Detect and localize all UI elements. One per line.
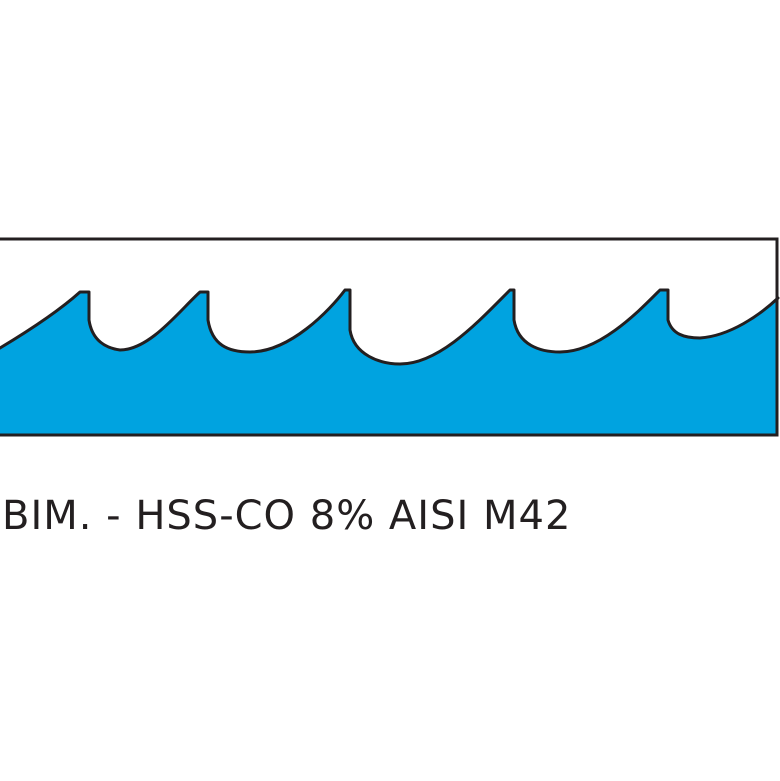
blade-material-caption: BIM. - HSS-CO 8% AISI M42 [2,493,572,539]
blade-teeth-fill [0,290,778,435]
blade-teeth-outline [0,288,780,366]
blade-frame [0,237,779,437]
